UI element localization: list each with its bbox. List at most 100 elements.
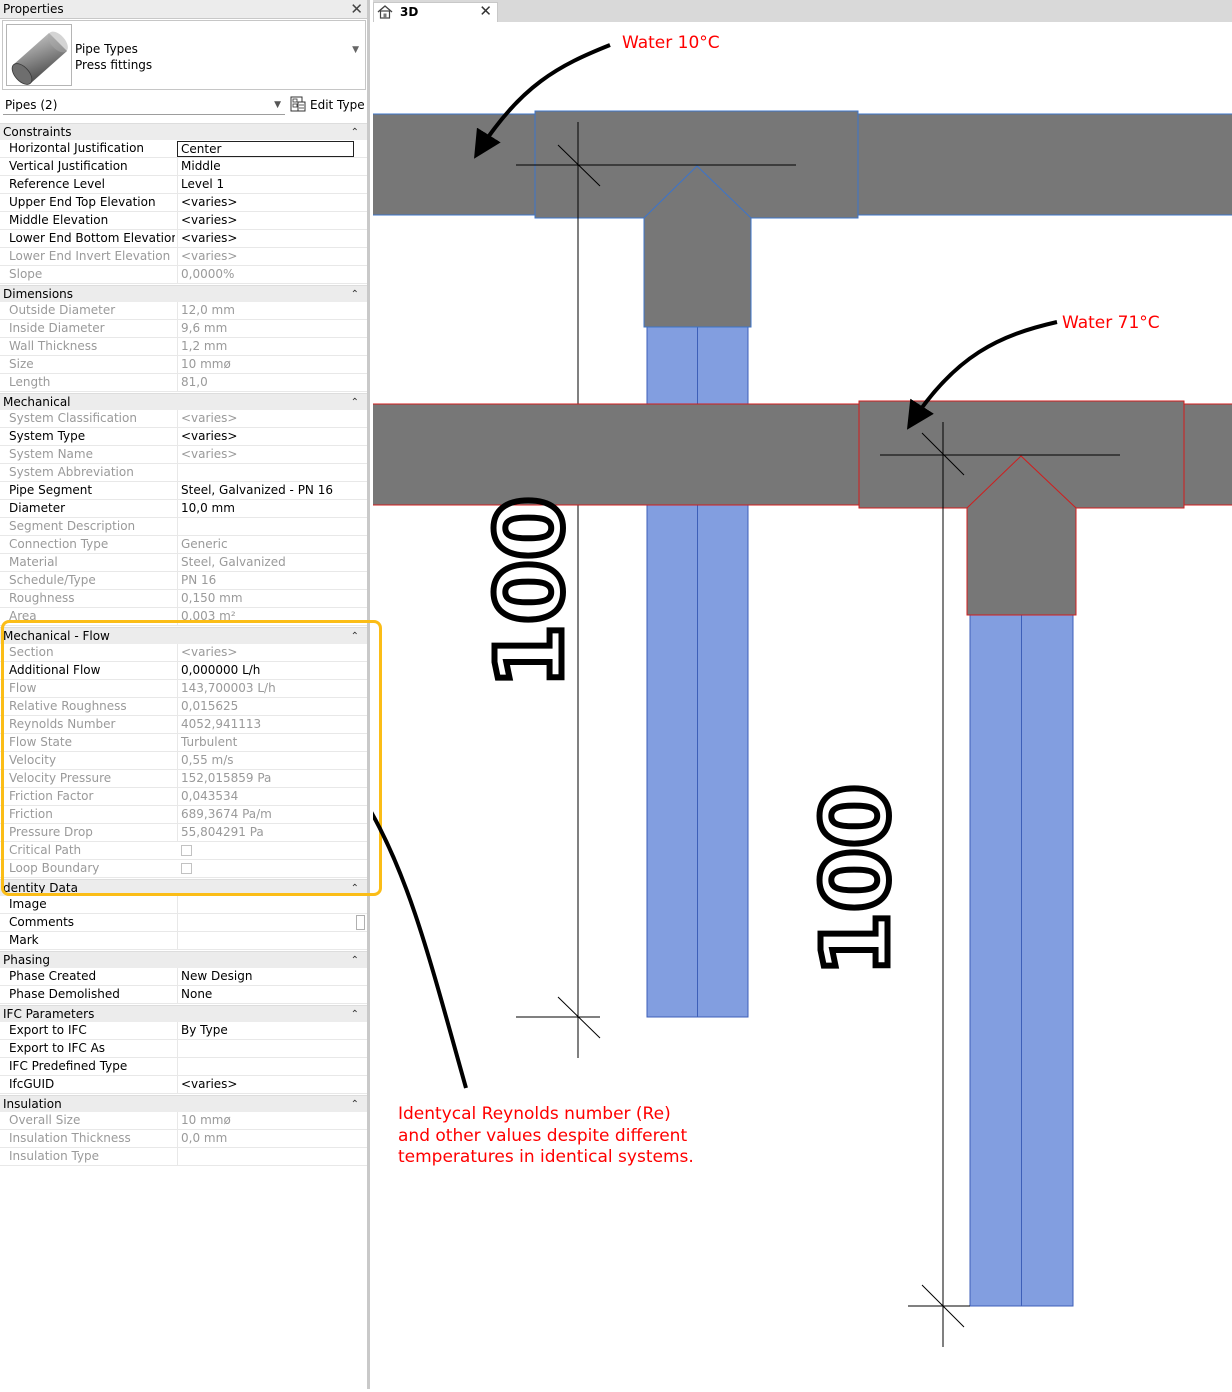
property-value[interactable]: <varies> xyxy=(177,212,354,229)
tee-fitting-hot[interactable] xyxy=(858,400,1185,616)
property-value[interactable]: Middle xyxy=(177,158,354,175)
property-value: 4052,941113 xyxy=(177,716,354,733)
property-name: Velocity Pressure xyxy=(9,771,112,785)
collapse-icon[interactable]: ⌃ xyxy=(350,955,359,966)
property-row[interactable]: Mark xyxy=(0,932,367,950)
property-value[interactable]: <varies> xyxy=(177,194,354,211)
group-header[interactable]: Mechanical ⌃ xyxy=(0,393,367,410)
property-name: Size xyxy=(9,357,34,371)
close-icon[interactable]: ✕ xyxy=(350,0,363,18)
group-name: Mechanical xyxy=(3,395,71,409)
collapse-icon[interactable]: ⌃ xyxy=(350,397,359,408)
property-row[interactable]: Export to IFC As xyxy=(0,1040,367,1058)
property-value[interactable] xyxy=(177,896,354,913)
property-name: System Abbreviation xyxy=(9,465,134,479)
3d-view-drawing: 100 100 xyxy=(259,43,1232,1347)
property-row: Reynolds Number 4052,941113 xyxy=(0,716,367,734)
property-value[interactable]: 0,000000 L/h xyxy=(177,662,354,679)
group-name: Mechanical - Flow xyxy=(3,629,110,643)
property-row[interactable]: Image xyxy=(0,896,367,914)
close-icon[interactable]: ✕ xyxy=(479,2,492,20)
edit-type-label: Edit Type xyxy=(310,98,365,112)
property-name: System Name xyxy=(9,447,93,461)
property-name: Phase Demolished xyxy=(9,987,120,1001)
property-row[interactable]: Lower End Bottom Elevation<varies> xyxy=(0,230,367,248)
collapse-icon[interactable]: ⌃ xyxy=(350,631,359,642)
property-value[interactable]: None xyxy=(177,986,354,1003)
property-row[interactable]: Horizontal Justification Center xyxy=(0,140,367,158)
property-name: Upper End Top Elevation xyxy=(9,195,156,209)
property-row[interactable]: Phase Demolished None xyxy=(0,986,367,1004)
property-value: 0,043534 xyxy=(177,788,354,805)
collapse-icon[interactable]: ⌃ xyxy=(350,1009,359,1020)
group-header[interactable]: Dimensions⌃ xyxy=(0,285,367,302)
property-value[interactable] xyxy=(177,1040,354,1057)
property-name: Material xyxy=(9,555,58,569)
property-value[interactable]: <varies> xyxy=(177,428,354,445)
property-row[interactable]: Upper End Top Elevation <varies> xyxy=(0,194,367,212)
property-value[interactable] xyxy=(177,1058,354,1075)
property-row: System Abbreviation xyxy=(0,464,367,482)
pipe-thumbnail-icon xyxy=(6,24,72,86)
property-row[interactable]: Comments xyxy=(0,914,367,932)
group-header[interactable]: IFC Parameters⌃ xyxy=(0,1005,367,1022)
property-value[interactable]: New Design xyxy=(177,968,354,985)
property-name: Reynolds Number xyxy=(9,717,116,731)
3d-view-canvas[interactable]: 100 100 xyxy=(259,22,1232,1389)
collapse-icon[interactable]: ⌃ xyxy=(350,1099,359,1110)
property-row[interactable]: System Type<varies> xyxy=(0,428,367,446)
dimension-label-left: 100 xyxy=(477,496,584,688)
tab-3d-view[interactable]: 3D ✕ xyxy=(373,2,498,22)
group-header[interactable]: Constraints⌃ xyxy=(0,123,367,140)
property-row[interactable]: IFC Predefined Type xyxy=(0,1058,367,1076)
collapse-icon[interactable]: ⌃ xyxy=(350,127,359,138)
property-value: Steel, Galvanized xyxy=(177,554,354,571)
property-value[interactable] xyxy=(177,932,354,949)
edit-type-button[interactable]: Edit Type xyxy=(290,95,365,115)
property-value[interactable]: <varies> xyxy=(177,1076,354,1093)
group-header[interactable]: Phasing⌃ xyxy=(0,951,367,968)
property-row: System Classification<varies> xyxy=(0,410,367,428)
property-value[interactable]: Level 1 xyxy=(177,176,354,193)
water-cold-label: Water 10°C xyxy=(622,33,720,53)
property-value[interactable] xyxy=(177,914,354,931)
chevron-down-icon[interactable]: ▼ xyxy=(352,45,359,55)
group-header[interactable]: Mechanical - Flow ⌃ xyxy=(0,627,367,644)
property-name: Horizontal Justification xyxy=(9,141,145,155)
property-value: <varies> xyxy=(177,410,354,427)
instance-filter-dropdown[interactable]: Pipes (2) ▼ xyxy=(3,95,285,115)
property-value: 12,0 mm xyxy=(177,302,354,319)
group-header[interactable]: Insulation⌃ xyxy=(0,1095,367,1112)
property-row[interactable]: Middle Elevation<varies> xyxy=(0,212,367,230)
property-row[interactable]: IfcGUID<varies> xyxy=(0,1076,367,1094)
property-value[interactable]: By Type xyxy=(177,1022,354,1039)
property-value[interactable]: 10,0 mm xyxy=(177,500,354,517)
instance-filter-label: Pipes (2) xyxy=(5,98,58,112)
property-value[interactable]: Center xyxy=(177,141,354,157)
type-selector[interactable]: Pipe Types Press fittings ▼ xyxy=(2,20,366,90)
text-edit-button[interactable] xyxy=(356,915,365,930)
group-header[interactable]: dentity Data⌃ xyxy=(0,879,367,896)
collapse-icon[interactable]: ⌃ xyxy=(350,289,359,300)
branch-pipe-hot[interactable] xyxy=(969,614,1074,1307)
type-name: Press fittings xyxy=(75,58,153,72)
collapse-icon[interactable]: ⌃ xyxy=(350,883,359,894)
property-value: 0,0 mm xyxy=(177,1130,354,1147)
tee-fitting-cold[interactable] xyxy=(516,110,859,328)
property-value[interactable]: <varies> xyxy=(177,230,354,247)
palette-titlebar: Properties ✕ xyxy=(0,0,367,19)
property-name: Wall Thickness xyxy=(9,339,98,353)
property-value[interactable]: Steel, Galvanized - PN 16 xyxy=(177,482,354,499)
